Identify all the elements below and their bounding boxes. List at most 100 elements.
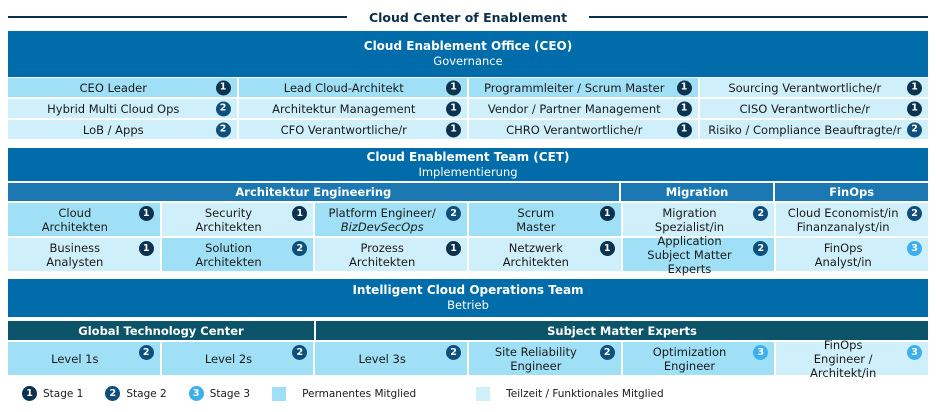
role-label: CISO Verantwortliche/r xyxy=(739,101,870,116)
role-label: Platform Engineer/BizDevSecOps xyxy=(329,206,436,234)
role-cell: Level 3s 2 xyxy=(315,342,467,375)
title-bar: Cloud Center of Enablement xyxy=(8,8,929,26)
role-label: CHRO Verantwortliche/r xyxy=(506,122,643,137)
group-finops: FinOps xyxy=(775,183,928,201)
role-label-line2: BizDevSecOps xyxy=(340,219,424,234)
role-label: Risiko / Compliance Beauftragte/r xyxy=(708,122,902,137)
stage1-badge-icon: 1 xyxy=(22,386,37,401)
stage-badge-icon: 2 xyxy=(292,345,308,360)
icot-header: Intelligent Cloud Operations Team Betrie… xyxy=(8,279,928,317)
role-label-line1: Application xyxy=(657,233,722,248)
role-label: Programmleiter / Scrum Master xyxy=(484,80,665,95)
role-label: CFO Verantwortliche/r xyxy=(280,122,407,137)
stage-badge-icon: 2 xyxy=(215,122,231,137)
role-label-line2: Engineer / Architekt/in xyxy=(810,351,877,380)
stage-badge-icon: 1 xyxy=(676,80,692,95)
role-label-line1: Level 1s xyxy=(51,351,99,366)
role-label-line2: Subject Matter Experts xyxy=(647,247,732,276)
role-label-line2: Engineer xyxy=(663,358,716,373)
role-label: Level 3s xyxy=(359,352,406,366)
role-label: Sourcing Verantwortliche/r xyxy=(728,80,882,95)
stage-badge-icon: 1 xyxy=(446,101,461,116)
group-migration: Migration xyxy=(620,183,774,201)
role-label-line1: FinOps xyxy=(823,240,863,255)
role-label-line2: Engineer xyxy=(510,358,562,373)
role-label-line1: Business xyxy=(49,240,101,255)
stage-badge-icon: 1 xyxy=(676,122,692,137)
role-label-line2: Architekten xyxy=(502,254,569,269)
role-label-line1: Level 2s xyxy=(204,351,253,366)
role-label-line1: Scrum xyxy=(517,205,555,220)
role-label-line2: Architekten xyxy=(41,219,108,234)
stage-badge-icon: 3 xyxy=(907,241,922,256)
permanent-swatch xyxy=(272,386,287,401)
role-cell: CISO Verantwortliche/r 1 xyxy=(699,99,928,118)
divider xyxy=(8,16,347,18)
divider xyxy=(589,16,929,18)
stage-badge-icon: 1 xyxy=(599,241,615,256)
legend-stage2: Stage 2 xyxy=(126,387,167,400)
legend-permanent: Permanentes Mitglied xyxy=(302,387,417,400)
stage-badge-icon: 1 xyxy=(907,101,922,116)
group-architektur: Architektur Engineering xyxy=(8,183,619,201)
stage-badge-icon: 1 xyxy=(215,80,231,95)
group-global-technology-center: Global Technology Center xyxy=(8,321,314,340)
role-label-line2: Spezialist/in xyxy=(654,219,725,234)
stage-badge-icon: 3 xyxy=(753,345,769,360)
legend-parttime: Teilzeit / Funktionales Mitglied xyxy=(506,387,664,400)
cet-groups: Architektur Engineering Migration FinOps xyxy=(8,183,928,201)
group-subject-matter-experts: Subject Matter Experts xyxy=(316,321,928,340)
icot-subtitle: Betrieb xyxy=(447,298,489,312)
role-cell: CHRO Verantwortliche/r 1 xyxy=(469,120,698,139)
role-label-line2: Architekten xyxy=(195,254,262,269)
stage-badge-icon: 1 xyxy=(676,101,692,116)
role-cell: Level 2s 2 xyxy=(161,342,314,375)
role-label: Hybrid Multi Cloud Ops xyxy=(47,101,180,116)
role-label-line2: Master xyxy=(516,219,556,234)
role-label-line1: FinOps xyxy=(823,337,863,352)
stage-badge-icon: 2 xyxy=(753,206,769,221)
stage-badge-icon: 2 xyxy=(446,345,461,360)
stage2-badge-icon: 2 xyxy=(105,386,121,401)
role-label-line1: Site Reliability xyxy=(494,344,577,359)
role-label-line1: Cloud Economist/in xyxy=(787,205,899,220)
role-label-line2: Architekten xyxy=(349,254,416,269)
stage-badge-icon: 2 xyxy=(753,241,769,256)
parttime-swatch xyxy=(476,386,491,401)
icot-groups: Global Technology Center Subject Matter … xyxy=(8,321,928,340)
role-label-line2: Architekten xyxy=(195,219,262,234)
legend-stage1: Stage 1 xyxy=(43,387,84,400)
role-label-line1: Migration xyxy=(662,205,717,220)
icot-title: Intelligent Cloud Operations Team xyxy=(352,283,584,297)
stage-badge-icon: 1 xyxy=(446,80,461,95)
stage-badge-icon: 1 xyxy=(599,206,615,221)
